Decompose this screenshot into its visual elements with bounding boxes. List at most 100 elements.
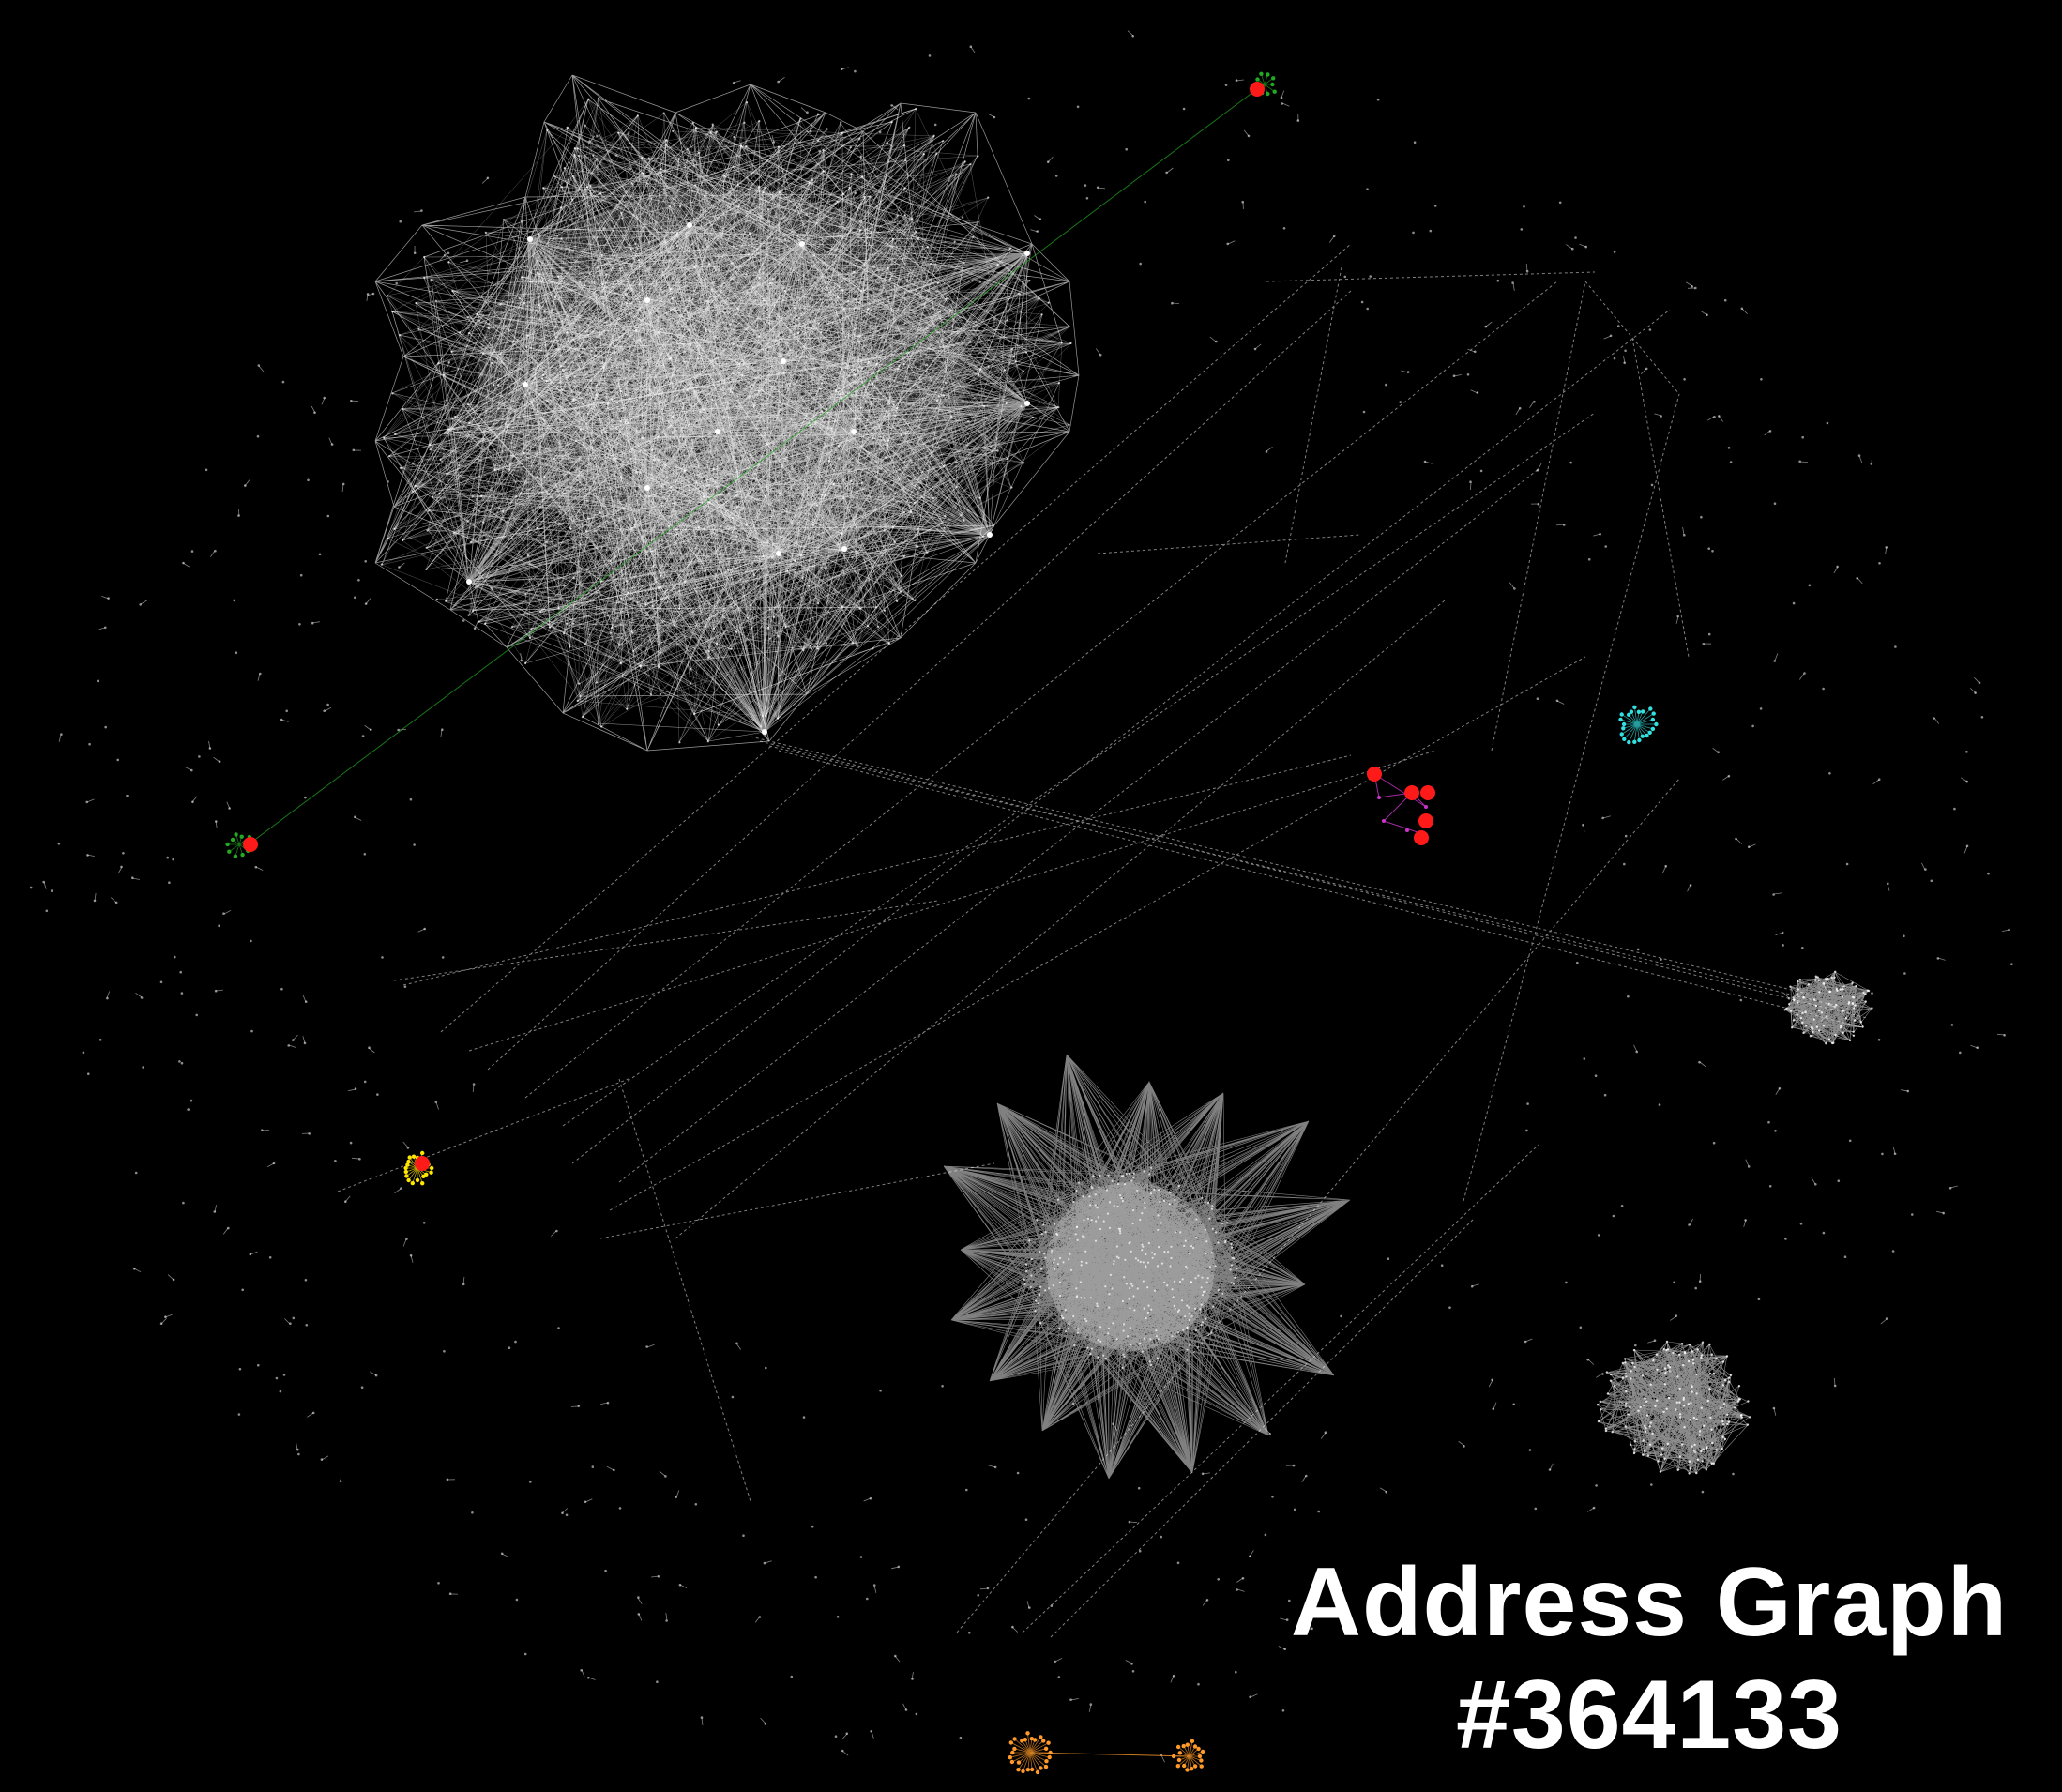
node (1832, 1041, 1835, 1044)
node (1249, 1695, 1251, 1699)
node (1186, 1267, 1189, 1269)
node (611, 398, 614, 401)
node (1205, 1281, 1208, 1283)
node (1139, 1342, 1142, 1344)
node (1122, 1175, 1125, 1177)
node (1024, 1518, 1028, 1521)
node (895, 406, 899, 410)
node (205, 468, 208, 472)
node (524, 661, 527, 665)
node (1028, 1239, 1031, 1242)
node (1062, 1261, 1065, 1264)
node (877, 625, 880, 629)
node (627, 132, 630, 135)
node (1688, 1472, 1691, 1475)
bottom-right-cluster (1596, 1340, 1751, 1475)
node (476, 312, 478, 315)
node (609, 631, 613, 634)
node (1030, 1274, 1033, 1277)
node (1678, 1353, 1681, 1356)
node (1136, 1189, 1139, 1192)
node (915, 107, 917, 111)
node (678, 607, 681, 610)
node (179, 970, 182, 974)
node (572, 577, 575, 580)
node (1699, 1430, 1702, 1433)
node (992, 462, 994, 465)
node (1663, 1367, 1667, 1370)
node (918, 486, 921, 489)
node (1710, 1462, 1713, 1465)
node (467, 614, 470, 616)
node (1131, 1209, 1135, 1212)
node (1146, 1286, 1149, 1289)
node (671, 433, 674, 435)
cyan-node (1650, 717, 1656, 722)
node (618, 317, 621, 321)
node (1816, 976, 1819, 979)
node (1160, 1535, 1162, 1539)
node (1844, 1017, 1848, 1020)
node (1068, 1237, 1070, 1239)
node (1205, 1240, 1208, 1243)
node (629, 167, 632, 170)
node (1721, 1420, 1724, 1423)
node (660, 574, 662, 578)
node (1791, 1026, 1794, 1029)
node (1230, 1282, 1233, 1284)
node (1077, 1181, 1080, 1184)
node (1037, 1302, 1039, 1305)
node (987, 196, 990, 199)
node (1111, 1287, 1114, 1290)
node (530, 628, 533, 630)
node (482, 352, 485, 355)
node (1226, 242, 1229, 246)
node (1081, 1235, 1084, 1238)
node (1690, 1384, 1693, 1387)
node (618, 1507, 622, 1510)
node (836, 1616, 840, 1618)
node (1621, 1361, 1625, 1365)
node (561, 320, 564, 323)
node (1149, 1192, 1153, 1195)
node (630, 526, 633, 530)
node (1084, 1250, 1087, 1253)
node (468, 421, 471, 424)
node (1141, 1212, 1144, 1215)
node (841, 131, 844, 135)
node (423, 276, 426, 279)
node (1014, 360, 1017, 363)
node (437, 362, 440, 365)
node (1118, 1229, 1122, 1233)
node (1827, 1002, 1830, 1006)
node (600, 725, 603, 728)
node (808, 181, 811, 184)
node (1157, 1214, 1160, 1217)
node (671, 416, 674, 418)
node (742, 1534, 745, 1537)
node (1124, 1258, 1127, 1261)
node (1096, 1207, 1099, 1209)
node (233, 599, 236, 602)
node (1125, 147, 1128, 151)
node (538, 273, 541, 276)
node (731, 516, 735, 520)
node (619, 390, 623, 393)
hub-node (1024, 251, 1030, 256)
node (357, 579, 360, 582)
node (1624, 834, 1628, 838)
node (1205, 1317, 1207, 1320)
node (596, 134, 599, 138)
node (1084, 1317, 1086, 1320)
node (942, 394, 946, 397)
node (641, 172, 644, 175)
node (908, 126, 911, 129)
node (1201, 1276, 1204, 1279)
node (391, 392, 394, 395)
node (736, 307, 739, 310)
node (600, 253, 603, 256)
node (595, 681, 598, 684)
node (765, 712, 767, 715)
long-edges (337, 243, 1868, 1638)
node (1632, 1348, 1636, 1352)
